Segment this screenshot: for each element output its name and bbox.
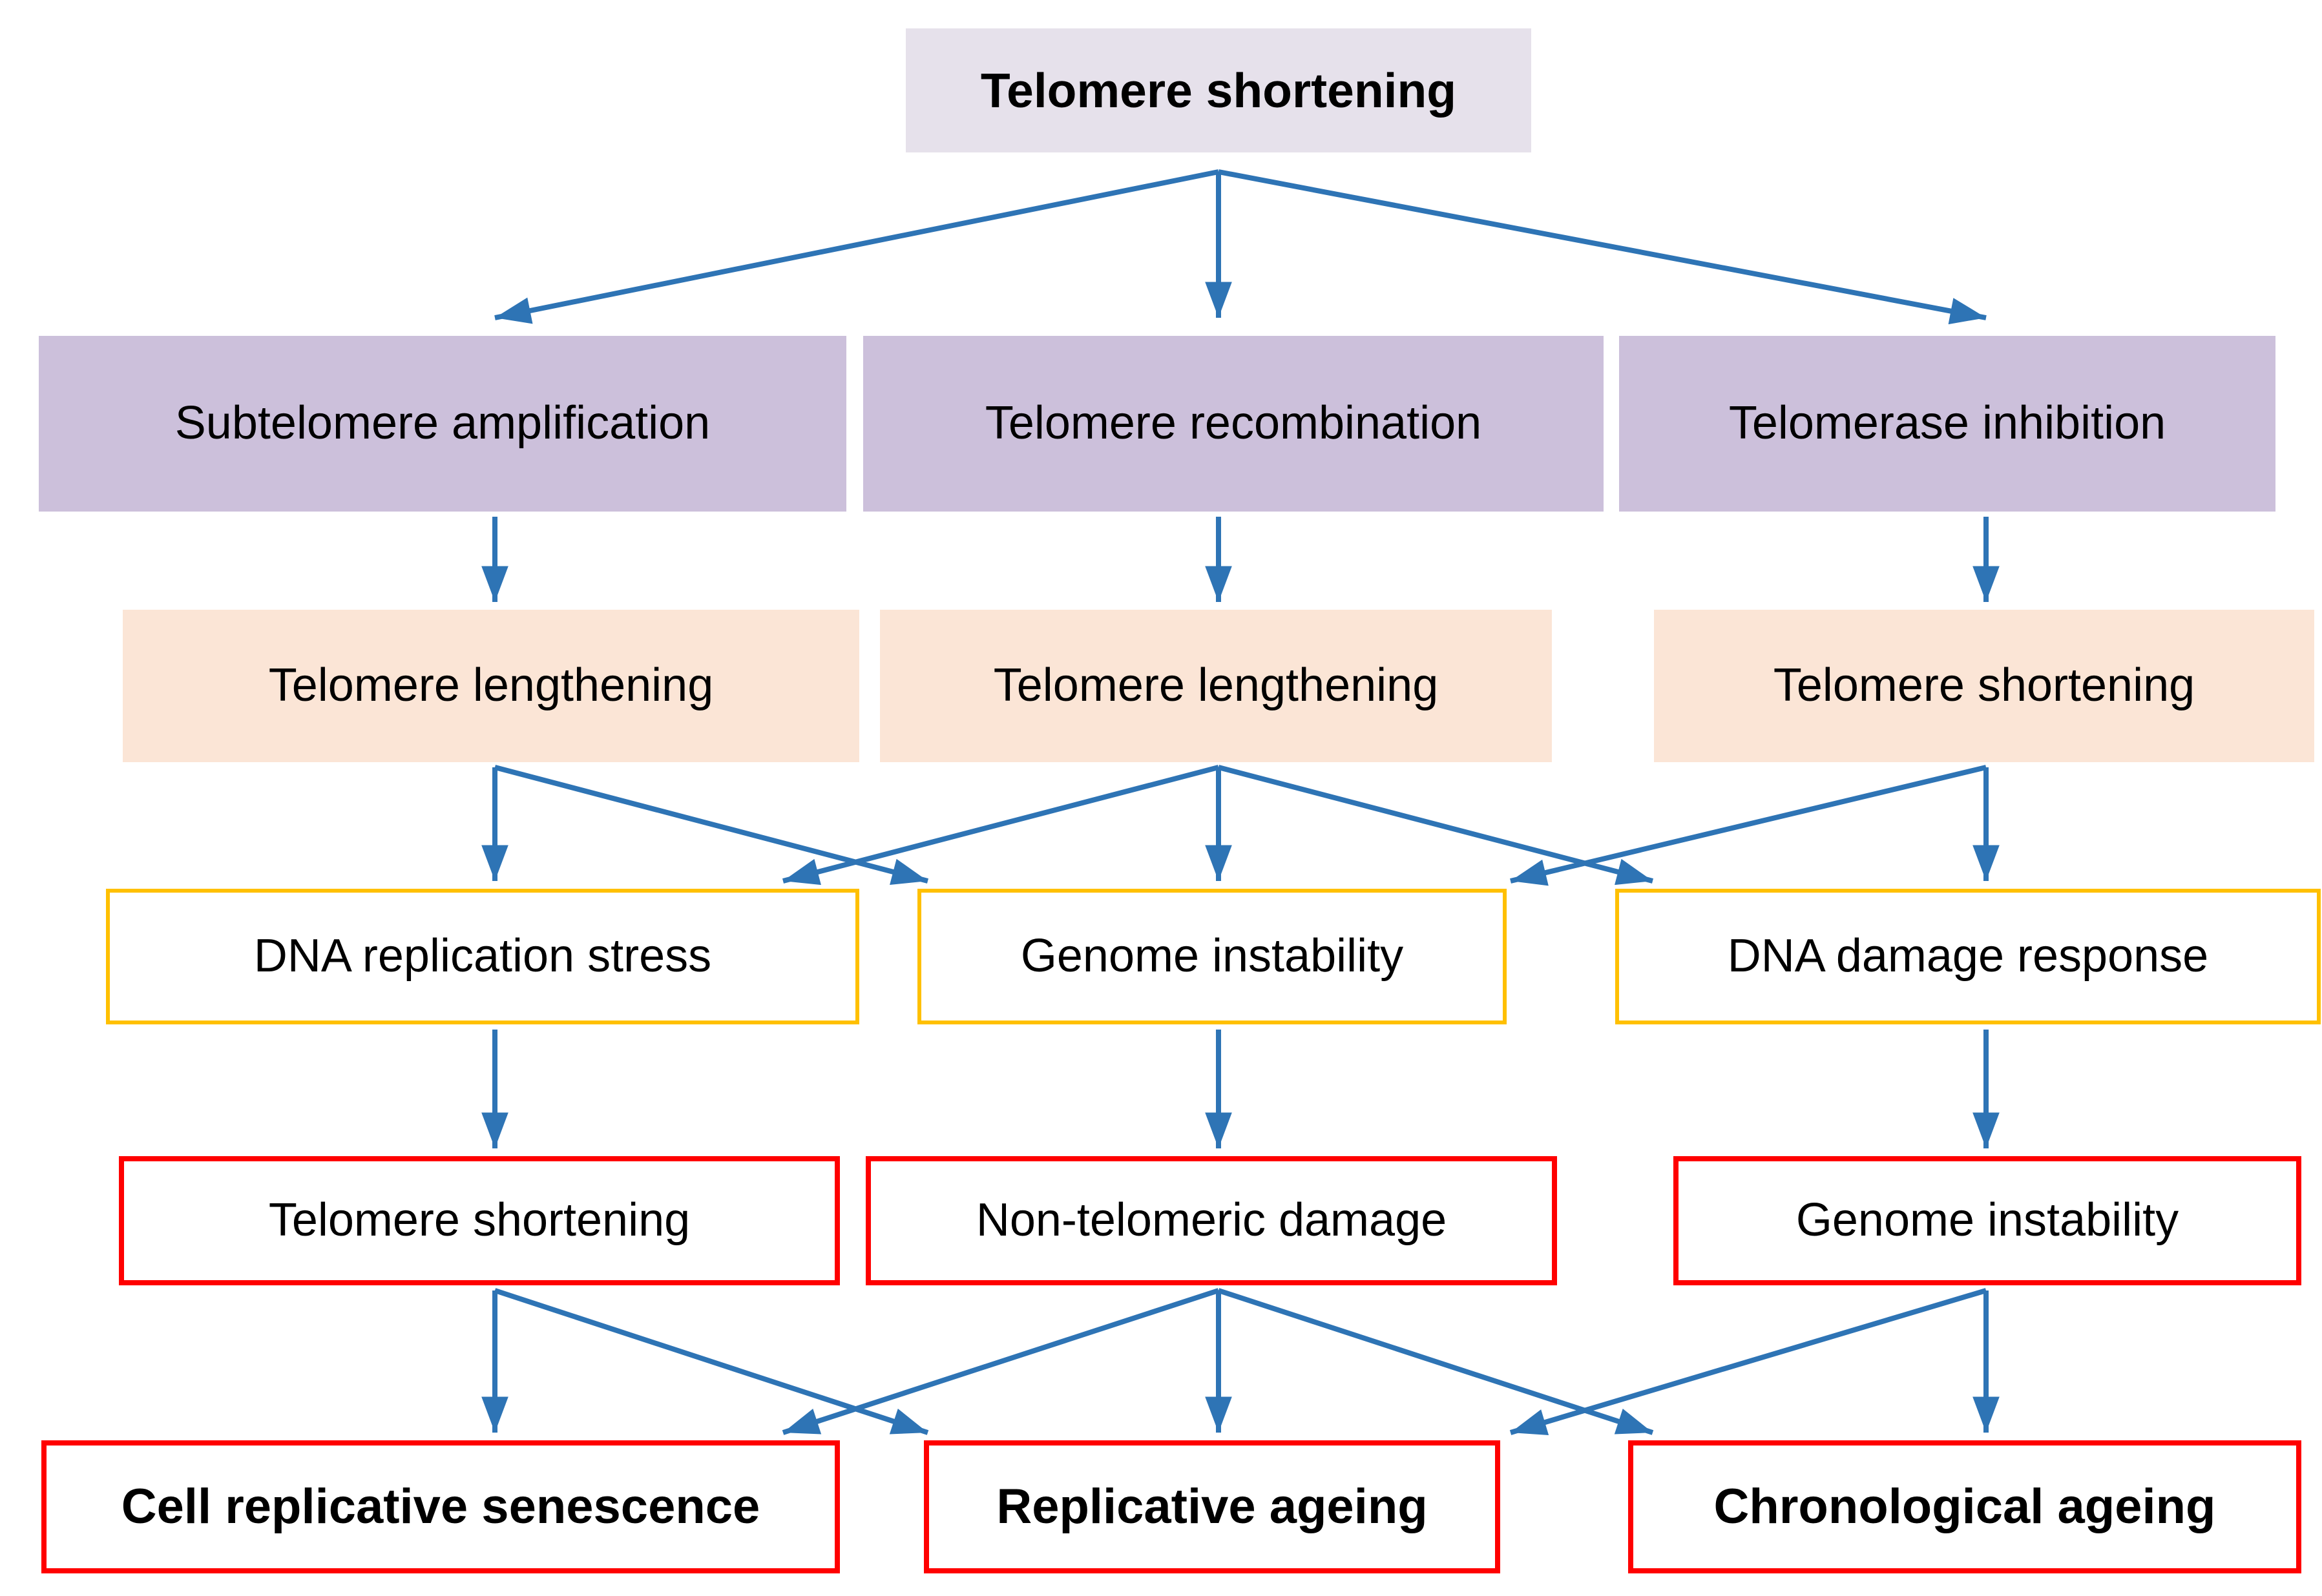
node-telomere-lengthening-2: Telomere lengthening	[880, 610, 1552, 762]
node-telomere-recombination: Telomere recombination	[863, 336, 1604, 512]
node-replicative-ageing: Replicative ageing	[924, 1440, 1500, 1573]
node-telomere-shortening-effect: Telomere shortening	[1654, 610, 2314, 762]
node-telomere-lengthening-1: Telomere lengthening	[123, 610, 859, 762]
arrow-nontelomeric-to-chronological-ageing	[1217, 1288, 1654, 1435]
node-genome-instability-2: Genome instability	[1673, 1156, 2301, 1285]
node-chronological-ageing: Chronological ageing	[1628, 1440, 2301, 1573]
node-telomerase-inhibition: Telomerase inhibition	[1619, 336, 2275, 512]
arrow-genome-instability-to-replicative-ageing	[1509, 1288, 1987, 1436]
arrow-lengthening1-to-genome-instability	[494, 765, 929, 886]
node-subtelomere-amplification: Subtelomere amplification	[39, 336, 846, 512]
node-telomere-shortening-damage: Telomere shortening	[119, 1156, 840, 1285]
node-telomere-shortening-title: Telomere shortening	[906, 28, 1531, 152]
arrow-nontelomeric-to-senescence	[782, 1288, 1220, 1435]
arrow-shortening-to-genome-instability	[1510, 765, 1987, 886]
node-cell-replicative-senescence: Cell replicative senescence	[41, 1440, 840, 1573]
arrow-title-to-subtelomere-amplification	[494, 169, 1219, 324]
arrow-lengthening2-to-replication-stress	[782, 765, 1220, 886]
arrow-telomere-shortening-to-replicative-ageing	[494, 1288, 929, 1435]
node-non-telomeric-damage: Non-telomeric damage	[866, 1156, 1557, 1285]
node-genome-instability-1: Genome instability	[917, 889, 1507, 1024]
node-dna-replication-stress: DNA replication stress	[106, 889, 859, 1024]
node-dna-damage-response: DNA damage response	[1615, 889, 2321, 1024]
arrow-title-to-telomerase-inhibition	[1218, 169, 1987, 325]
